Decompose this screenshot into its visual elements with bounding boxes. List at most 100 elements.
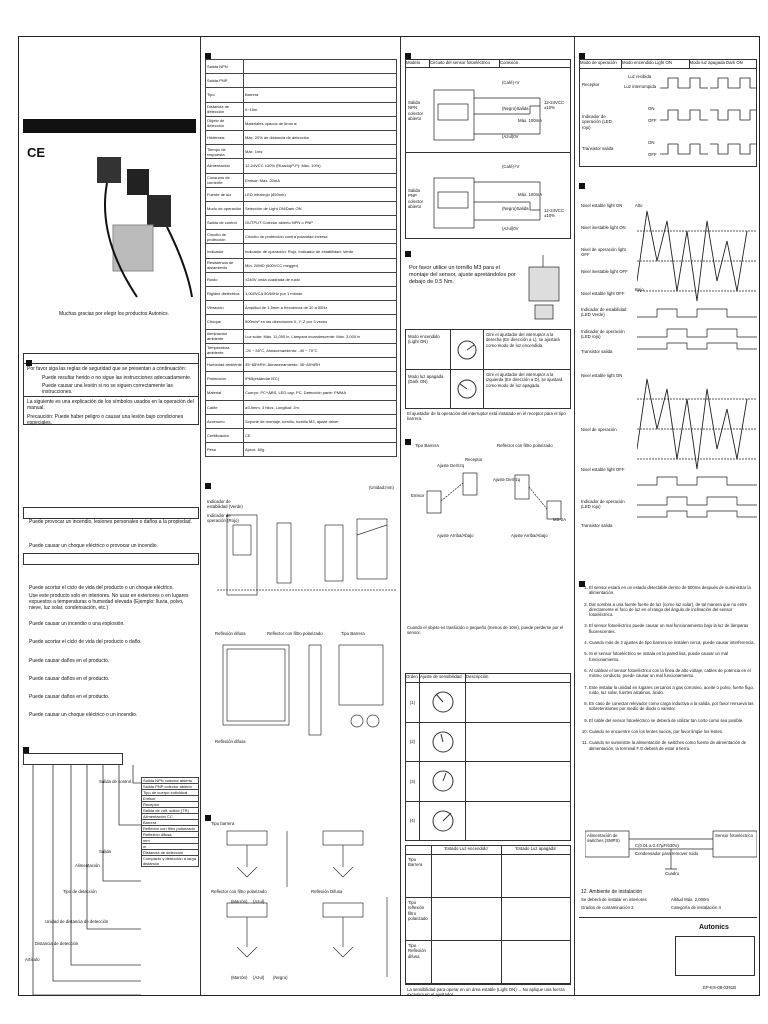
stability-graph-1 — [637, 210, 757, 350]
status-table: 'Estado Luz encendido' 'Estado Luz apaga… — [405, 845, 571, 985]
connections-header — [205, 809, 214, 827]
graph-label: Alto — [635, 203, 643, 208]
caution-header — [23, 553, 199, 565]
io-circuit-box: Modelo Circuito del sensor fotoeléctrico… — [405, 59, 571, 239]
wire-label: (Marrón) — [231, 899, 248, 904]
mount-drawing — [528, 255, 560, 320]
install-header — [405, 433, 414, 451]
spec-value: Máx. 1ms — [243, 144, 397, 160]
spec-value: -25 ~ 55°C, Almacenamiento: -40 ~ 70°C — [243, 342, 397, 358]
brand-logo: Autonics — [699, 924, 729, 931]
spec-label: Temperatura ambiente — [205, 342, 244, 358]
product-photo — [97, 157, 193, 298]
dims-label: Reflector con filtro polarizado — [267, 631, 323, 636]
spec-value: LED infrarrojo (850nm) — [243, 186, 397, 202]
spec-label: Peso — [205, 442, 244, 458]
dial-icon — [420, 801, 466, 840]
spec-row: Temperatura ambiente-25 ~ 55°C, Almacena… — [205, 342, 397, 358]
caution-item: Cuando se suministre la alimentación de … — [589, 740, 757, 751]
install-label: MS-2A — [553, 517, 567, 522]
circ-label: (Azul)0V — [502, 134, 519, 139]
status-cell — [502, 898, 571, 940]
circ-label: (Azul)0V — [502, 226, 519, 231]
spec-value: 12-24VCC ±10% (Rizado(P-P): Máx. 10%) — [243, 158, 397, 174]
dims-label: Reflexión difusa — [215, 739, 246, 744]
pnp-label: Salida PNP colector abierto — [408, 188, 424, 209]
state-label: ON — [648, 140, 655, 145]
graph-label: Nivel estable light ON — [581, 373, 623, 378]
switch-icon — [450, 370, 484, 408]
spec-label: Modo de operación — [205, 200, 244, 217]
spec-label: Histéresis — [205, 129, 244, 146]
spec-value: Soporte de montaje, tornillo, tornillo M… — [243, 413, 397, 429]
conn-label: Reflector con filtro polarizado — [211, 889, 267, 894]
spec-value: IP65(estándar IEC) — [243, 371, 397, 387]
mode-switch-box: Modo encendido (Light ON) Gire el ajusta… — [405, 329, 571, 409]
spec-value: Luz solar: Máx. 11,000 lx, Lámpara incan… — [243, 328, 397, 344]
spec-label: Circuito de protección — [205, 229, 244, 245]
power-label: Condensador para remover ruido — [635, 851, 699, 856]
graph-label: Nivel estable light ON — [581, 203, 623, 208]
item-10: Puede causar un choque eléctrico o un in… — [29, 712, 138, 718]
mode-desc: Gire el ajustador del interruptor a la d… — [486, 332, 560, 348]
order-lines — [32, 765, 141, 996]
warning-header — [23, 507, 199, 519]
spec-label: Resistencia de aislamiento — [205, 257, 244, 273]
item-3: Puede acortar el ciclo de vida del produ… — [29, 585, 174, 591]
spec-value: Mín. 20MΩ (500VCC megger) — [243, 257, 397, 273]
explain-line: La siguiente es una explicación de los s… — [24, 396, 198, 413]
spec-label: Distancia de detección — [205, 101, 244, 117]
env-title: 12. Ambiente de instalación — [581, 889, 643, 895]
cautions-header — [579, 575, 588, 593]
item-8: Puede causar daños en el producto. — [29, 676, 110, 682]
env-item: Grados de contaminación 2 — [581, 905, 634, 910]
spec-label: Salida PNP — [205, 73, 244, 89]
item-4: Use este producto solo en interiores. No… — [29, 593, 189, 611]
spec-value: ø3.5mm, 3 hilos, Longitud: 2m — [243, 399, 397, 415]
sens-row: (1) — [406, 683, 570, 723]
caution-item: Este instalar la unidad en lugares cerca… — [589, 685, 757, 696]
graph-label: Nivel de operación — [581, 427, 617, 432]
specs-header — [205, 47, 214, 65]
graph-label: Bajo — [635, 287, 644, 292]
mount-header — [405, 245, 414, 263]
timing-head: Modo encendido Light ON — [622, 60, 690, 68]
state-label: OFF — [648, 152, 657, 157]
spec-value: Circuito de protección contra polaridad … — [243, 229, 397, 245]
footer-contact: Autonics — [579, 917, 757, 981]
install-title: Reflector con filtro polarizado — [497, 443, 553, 448]
conn-label: Tipo barrera — [211, 821, 235, 826]
circ-label: (Negro)Salida — [502, 106, 529, 111]
spec-value: Amplitud de 1.5mm a frecuencia de 10 a 5… — [243, 300, 397, 316]
title-bar — [23, 119, 196, 133]
io-header — [405, 47, 414, 65]
sensitivity-table: Orden Ajuste de sensibilidad Descripción… — [405, 673, 571, 841]
dims-label: Tipo Barrera — [341, 631, 365, 636]
state-label: Luz recibida — [628, 74, 652, 79]
circ-label: (Café)+V — [502, 164, 520, 169]
graph-label: Indicador de operación (LED rojo) — [581, 499, 625, 510]
io-col-head: Modelo — [406, 60, 430, 67]
stability-header — [579, 177, 588, 195]
dims-label: Indicador de estabilidad (Verde) — [207, 499, 243, 510]
graph-label: Indicador de estabilidad (LED Verde) — [581, 307, 627, 318]
timing-header — [579, 47, 588, 65]
install-drawing — [426, 472, 562, 520]
ce-mark: CE — [27, 145, 46, 160]
status-type: Tipo Reflexión difusa — [406, 941, 432, 983]
spec-value: Máx. 20% de distancia de detección — [243, 129, 397, 146]
wire-label: (Azul) — [253, 899, 265, 904]
circ-label: (Café)+V — [502, 80, 520, 85]
caution-item: Cuando se encuentre con los lentes sucio… — [589, 729, 757, 734]
sens-col-head: Orden — [406, 674, 420, 682]
